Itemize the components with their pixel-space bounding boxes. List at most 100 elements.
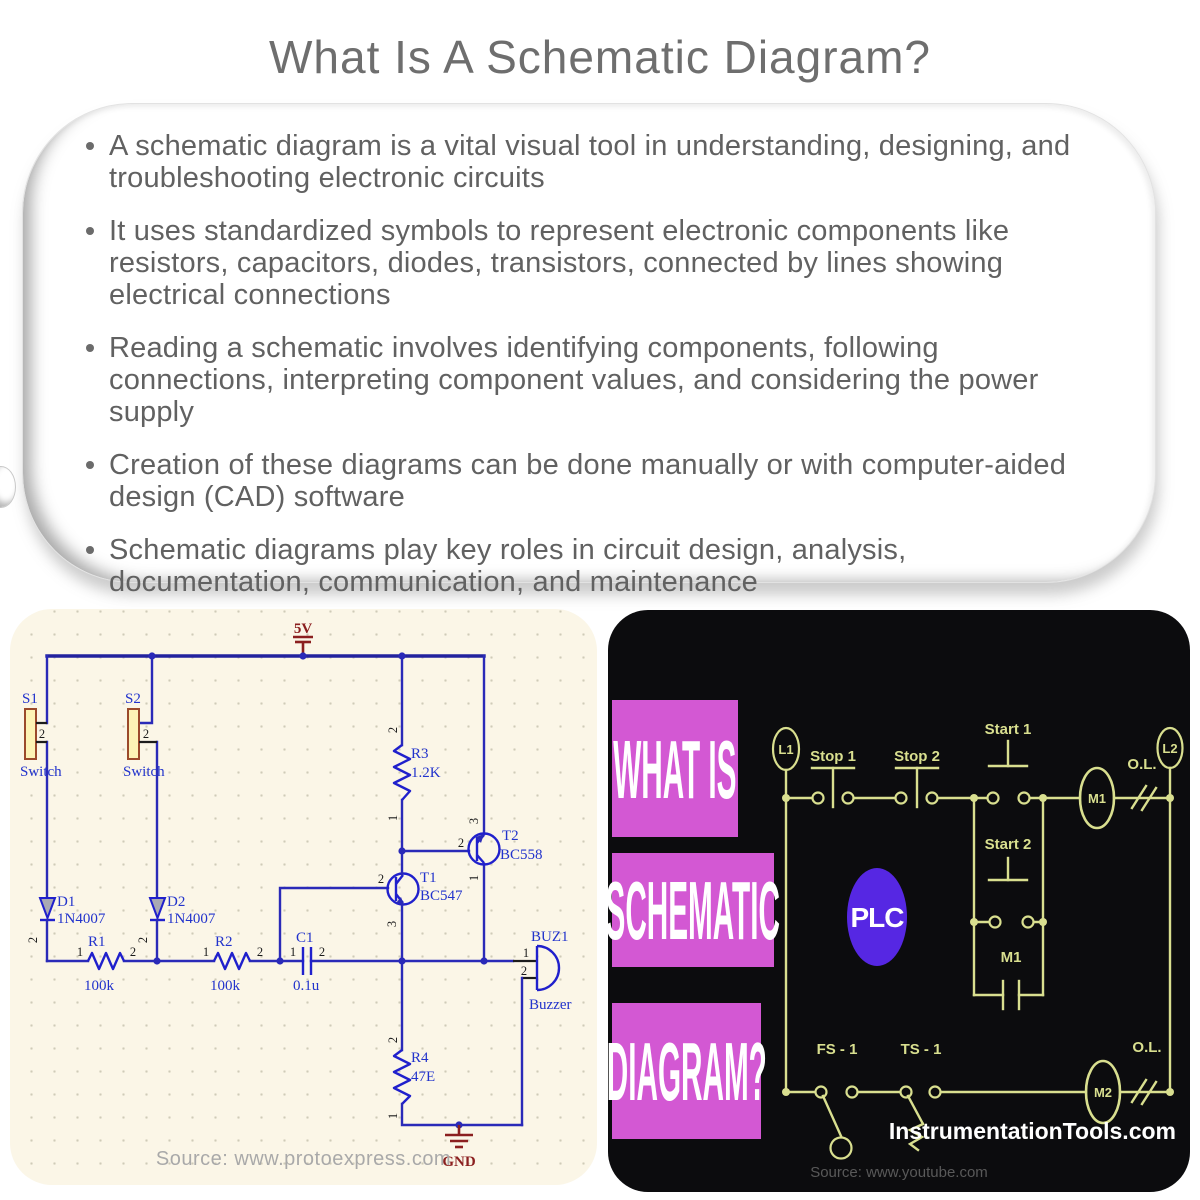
svg-text:2: 2 bbox=[521, 964, 527, 978]
bullet-item: Creation of these diagrams can be done m… bbox=[83, 449, 1109, 513]
svg-text:C1: C1 bbox=[296, 930, 314, 946]
buzzer-buz1: BUZ1 1 2 Buzzer bbox=[513, 929, 571, 1127]
svg-text:2: 2 bbox=[319, 945, 325, 959]
bullet-text: It uses standardized symbols to represen… bbox=[109, 215, 1010, 311]
svg-text:R2: R2 bbox=[215, 934, 233, 950]
svg-text:2: 2 bbox=[26, 937, 40, 943]
svg-text:1: 1 bbox=[77, 945, 83, 959]
ladder-rails: L1 L2 bbox=[771, 726, 1184, 1094]
svg-text:PLC: PLC bbox=[851, 902, 905, 933]
svg-text:BC558: BC558 bbox=[500, 847, 543, 863]
source-credit-youtube: Source: www.youtube.com bbox=[810, 1164, 988, 1181]
bullet-text: A schematic diagram is a vital visual to… bbox=[109, 130, 1071, 194]
svg-text:M1: M1 bbox=[1088, 791, 1106, 806]
svg-text:100k: 100k bbox=[210, 978, 241, 994]
heading-box-schematic: SCHEMATIC bbox=[608, 853, 780, 967]
transistor-t1: T1 BC547 3 bbox=[385, 847, 463, 1052]
coil-m1: M1 bbox=[1078, 766, 1116, 830]
heading-text: WHAT IS bbox=[613, 722, 737, 815]
contact-start2: Start 2 bbox=[972, 836, 1045, 929]
svg-text:1: 1 bbox=[203, 945, 209, 959]
svg-text:M2: M2 bbox=[1094, 1085, 1112, 1100]
bullet-item: Reading a schematic involves identifying… bbox=[83, 332, 1109, 428]
svg-text:2: 2 bbox=[130, 945, 136, 959]
page-title: What Is A Schematic Diagram? bbox=[268, 31, 932, 83]
resistor-r3: R3 1.2K 2 1 bbox=[386, 654, 441, 853]
svg-text:1.2K: 1.2K bbox=[411, 765, 441, 781]
svg-text:100k: 100k bbox=[84, 978, 115, 994]
ladder-branch: Start 2 M1 bbox=[970, 796, 1047, 1011]
diode-d2: D2 1N4007 2 bbox=[136, 894, 216, 963]
heading-box-diagram: DIAGRAM? bbox=[608, 1003, 767, 1139]
ladder-rung-2: FS - 1 TS - 1 M2 O.L. bbox=[782, 1039, 1174, 1160]
svg-text:L2: L2 bbox=[1162, 741, 1177, 756]
svg-text:T2: T2 bbox=[502, 828, 519, 844]
svg-text:FS - 1: FS - 1 bbox=[817, 1041, 858, 1058]
bullet-text: Schematic diagrams play key roles in cir… bbox=[109, 534, 907, 598]
svg-text:1: 1 bbox=[290, 945, 296, 959]
transistor-t2: 2 T2 BC558 3 1 bbox=[400, 654, 543, 963]
svg-text:TS - 1: TS - 1 bbox=[901, 1041, 942, 1058]
bullet-text: Reading a schematic involves identifying… bbox=[109, 332, 1039, 428]
coil-m2: M2 bbox=[1084, 1059, 1122, 1125]
svg-text:2: 2 bbox=[257, 945, 263, 959]
svg-text:S2: S2 bbox=[125, 691, 141, 707]
bubble-tail-circle bbox=[0, 466, 16, 508]
svg-text:M1: M1 bbox=[1001, 949, 1022, 966]
svg-text:1: 1 bbox=[386, 815, 400, 821]
contact-ts1-temp-switch: TS - 1 bbox=[899, 1041, 942, 1152]
plc-ladder-image: WHAT IS SCHEMATIC DIAGRAM? L1 L2 bbox=[608, 610, 1190, 1192]
ladder-rung-1: Stop 1 Stop 2 Start 1 bbox=[782, 721, 1174, 830]
source-credit-protoexpress: Source: www.protoexpress.com bbox=[155, 1148, 452, 1170]
contact-start1: Start 1 bbox=[985, 721, 1031, 805]
contact-stop1: Stop 1 bbox=[810, 748, 856, 809]
svg-text:2: 2 bbox=[386, 727, 400, 733]
overload-symbol-1: O.L. bbox=[1127, 756, 1158, 812]
svg-text:R4: R4 bbox=[411, 1050, 429, 1066]
resistor-r1: R1 1 2 100k bbox=[77, 934, 136, 994]
power-5v-symbol: 5V bbox=[293, 621, 313, 655]
svg-text:3: 3 bbox=[385, 921, 399, 927]
svg-text:1N4007: 1N4007 bbox=[57, 911, 106, 927]
svg-text:D1: D1 bbox=[57, 894, 75, 910]
svg-text:R1: R1 bbox=[88, 934, 106, 950]
svg-text:2: 2 bbox=[458, 836, 464, 850]
circuit-schematic-image: 5V S1 2 Switch bbox=[10, 609, 597, 1185]
contact-stop2: Stop 2 bbox=[894, 748, 940, 809]
svg-text:2: 2 bbox=[378, 872, 384, 886]
svg-text:GND: GND bbox=[442, 1154, 476, 1170]
bullet-item: A schematic diagram is a vital visual to… bbox=[83, 130, 1109, 194]
svg-text:2: 2 bbox=[143, 727, 149, 741]
svg-text:1: 1 bbox=[386, 1113, 400, 1119]
svg-text:BC547: BC547 bbox=[420, 888, 463, 904]
svg-text:2: 2 bbox=[136, 937, 150, 943]
bullet-list: A schematic diagram is a vital visual to… bbox=[23, 104, 1155, 598]
svg-text:3: 3 bbox=[467, 818, 481, 824]
svg-text:Stop 1: Stop 1 bbox=[810, 748, 856, 765]
bullet-item: Schematic diagrams play key roles in cir… bbox=[83, 534, 1109, 598]
svg-text:2: 2 bbox=[39, 727, 45, 741]
heading-text: SCHEMATIC bbox=[608, 863, 781, 957]
watermark-instrumentationtools: InstrumentationTools.com bbox=[888, 1118, 1176, 1144]
switch-s1: S1 2 Switch bbox=[20, 654, 62, 900]
ladder-diagram-svg: L1 L2 Stop 1 bbox=[771, 721, 1184, 1160]
svg-text:Buzzer: Buzzer bbox=[529, 997, 571, 1013]
feedback-wire: 2 bbox=[278, 872, 390, 963]
svg-text:O.L.: O.L. bbox=[1127, 756, 1156, 773]
info-bubble: A schematic diagram is a vital visual to… bbox=[22, 103, 1156, 598]
svg-text:1: 1 bbox=[467, 875, 481, 881]
svg-text:1: 1 bbox=[523, 946, 529, 960]
power-rail: 5V bbox=[45, 621, 486, 660]
svg-text:Switch: Switch bbox=[20, 764, 62, 780]
heading-box-what-is: WHAT IS bbox=[612, 700, 738, 837]
contact-m1-sealin: M1 bbox=[972, 949, 1045, 1011]
svg-text:0.1u: 0.1u bbox=[293, 978, 320, 994]
svg-text:D2: D2 bbox=[167, 894, 185, 910]
svg-text:BUZ1: BUZ1 bbox=[531, 929, 569, 945]
ground-symbol: GND bbox=[442, 1121, 476, 1170]
heading-text: DIAGRAM? bbox=[608, 1024, 767, 1118]
svg-text:47E: 47E bbox=[411, 1069, 435, 1085]
svg-text:Switch: Switch bbox=[123, 764, 165, 780]
capacitor-c1: C1 1 2 0.1u bbox=[290, 930, 325, 994]
